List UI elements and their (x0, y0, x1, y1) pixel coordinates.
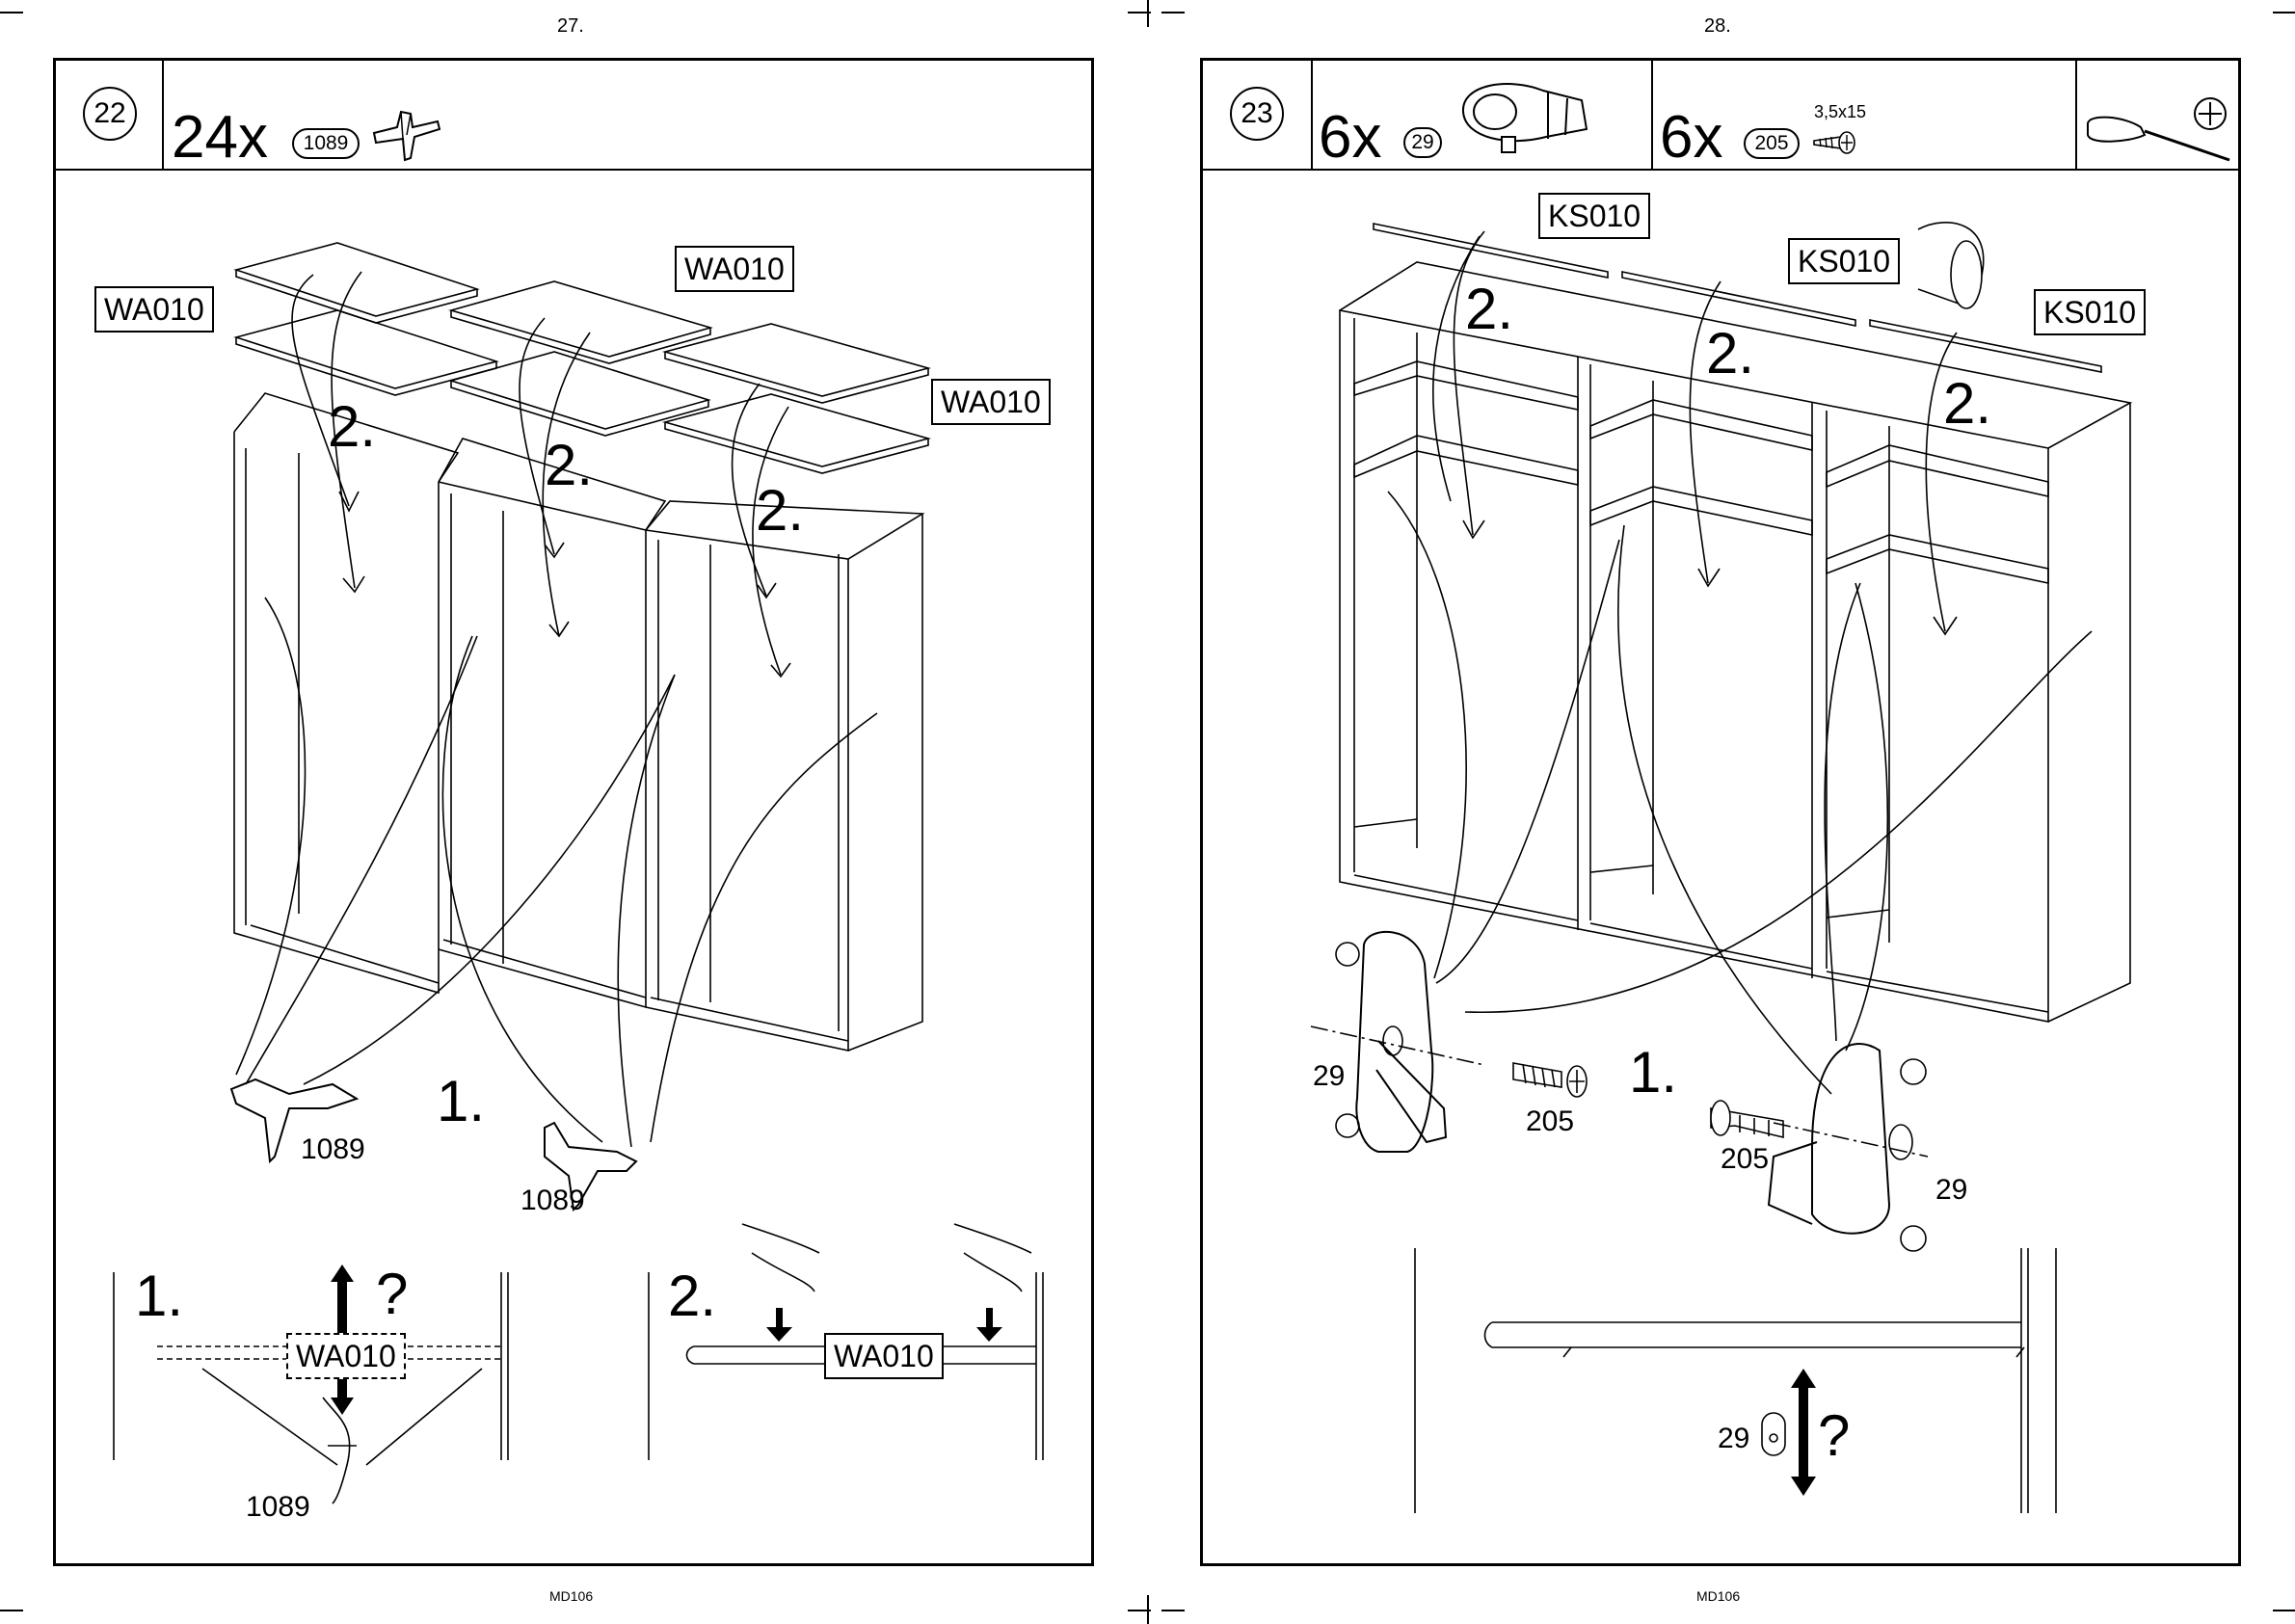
part-label: 29 (1935, 1174, 1967, 1207)
part-label: 29 (1313, 1060, 1345, 1093)
footer-code: MD106 (1696, 1588, 1740, 1604)
sub-step-label: 2. (1465, 276, 1513, 342)
question-mark: ? (1818, 1402, 1850, 1469)
part-label: 29 (1718, 1423, 1749, 1455)
crop-mark (0, 1610, 23, 1611)
rail-label: KS010 (2034, 289, 2146, 335)
rail-label: KS010 (1788, 238, 1900, 284)
sub-step-label: 1. (1629, 1039, 1677, 1105)
sub-step-label: 2. (1706, 320, 1754, 386)
crop-mark (2273, 1610, 2295, 1611)
part-label: 205 (1721, 1143, 1769, 1176)
part-label: 205 (1526, 1105, 1574, 1138)
crop-mark (1161, 1610, 1185, 1611)
crop-mark (1147, 1595, 1149, 1624)
crop-mark (1161, 12, 1185, 13)
crop-mark (0, 12, 23, 13)
crop-mark (2273, 12, 2295, 13)
rail-label: KS010 (1538, 193, 1650, 239)
sub-step-label: 2. (1943, 370, 1991, 437)
crop-mark (1147, 0, 1149, 27)
